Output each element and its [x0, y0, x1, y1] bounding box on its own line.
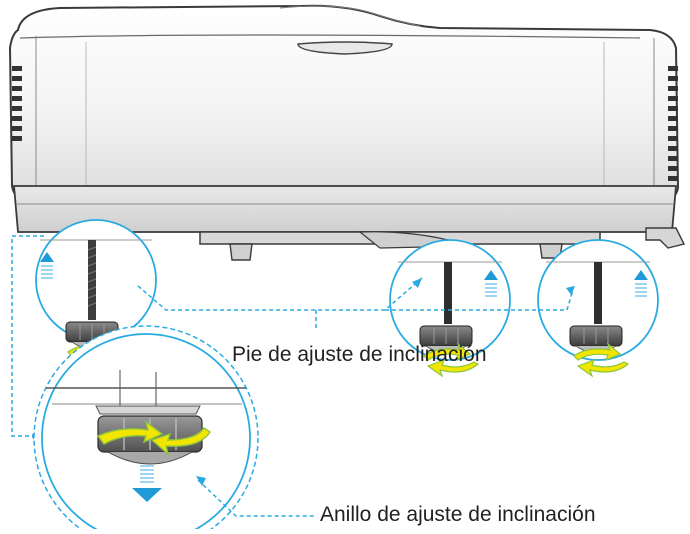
ring-leader-line	[196, 476, 314, 517]
rotate-arrows-icon	[573, 342, 630, 378]
tilt-foot-label: Pie de ajuste de inclinación	[232, 343, 487, 366]
rotate-arrows-icon	[96, 420, 211, 456]
rotate-arrows-icon	[423, 342, 480, 378]
zoom-callout	[33, 325, 259, 534]
left-vent	[12, 66, 22, 141]
pointer-arrow	[566, 286, 574, 296]
projector-body	[8, 4, 686, 261]
foot-callout-middle	[389, 239, 511, 378]
foot-callout-right	[537, 239, 659, 378]
up-arrow-icon	[40, 252, 54, 279]
adjustment-foot	[569, 262, 623, 354]
down-arrow-icon	[132, 465, 162, 502]
up-arrow-icon	[484, 270, 498, 297]
pointer-arrow	[412, 278, 422, 288]
up-arrow-icon	[634, 270, 648, 297]
right-vent	[668, 66, 678, 181]
tilt-ring-label: Anillo de ajuste de inclinación	[320, 503, 596, 526]
